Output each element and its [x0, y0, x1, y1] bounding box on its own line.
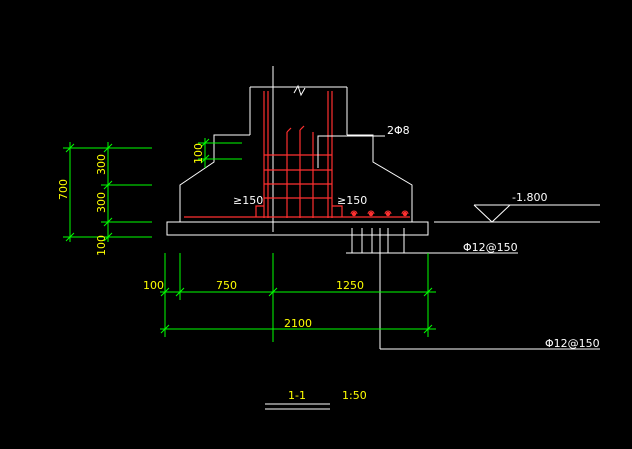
foundation-outline — [166, 66, 429, 236]
dim-seg-upper: 300 — [95, 154, 108, 175]
dim-small-100: 100 — [192, 143, 205, 164]
dim-total-height: 700 — [57, 179, 70, 200]
label-rebar-bottom: Φ12@150 — [545, 337, 600, 350]
label-cover-left: ≥150 — [233, 194, 263, 207]
label-rebar-mid: Φ12@150 — [463, 241, 518, 254]
dim-h-1250: 1250 — [336, 279, 364, 292]
dimensions — [63, 138, 436, 342]
label-rebar-top: 2Φ8 — [387, 124, 410, 137]
dim-h-total: 2100 — [284, 317, 312, 330]
label-cover-right: ≥150 — [337, 194, 367, 207]
section-title: 1-1 1:50 — [265, 389, 367, 410]
label-elevation: -1.800 — [512, 191, 547, 204]
dimension-text: 700 300 300 100 100 100 750 1250 2100 — [57, 143, 364, 330]
title-scale: 1:50 — [342, 389, 367, 402]
labels: 2Φ8 ≥150 ≥150 -1.800 Φ12@150 Φ12@150 — [233, 124, 600, 350]
title-section: 1-1 — [288, 389, 306, 402]
rebar — [184, 91, 410, 218]
dim-h-750: 750 — [216, 279, 237, 292]
dim-seg-middle: 300 — [95, 192, 108, 213]
rebar-dots — [351, 211, 408, 217]
leaders — [317, 135, 600, 350]
rebar-dot-hooks — [350, 210, 409, 215]
dim-seg-lower: 100 — [95, 235, 108, 256]
dim-h-left: 100 — [143, 279, 164, 292]
